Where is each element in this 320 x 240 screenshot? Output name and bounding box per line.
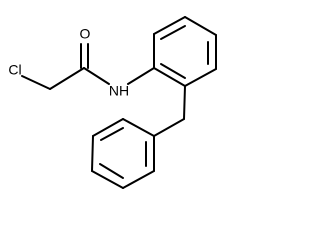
bond-cl-ch2 [21,75,51,90]
bond-ring-ch2 [183,85,186,120]
chemical-structure-diagram: Cl O NH [8,16,217,189]
bond-ch2-phenyl [153,118,185,137]
chlorine-atom-label: Cl [8,62,21,78]
bond-ch2-carbonyl [49,67,85,90]
bond-nitrogen-ring [127,67,155,85]
oxygen-atom-label: O [80,26,91,42]
nitrogen-atom-label: NH [109,83,129,99]
lower-benzene-ring [91,118,155,189]
upper-benzene-ring [153,16,217,87]
bond-carbonyl-nitrogen [83,67,110,85]
